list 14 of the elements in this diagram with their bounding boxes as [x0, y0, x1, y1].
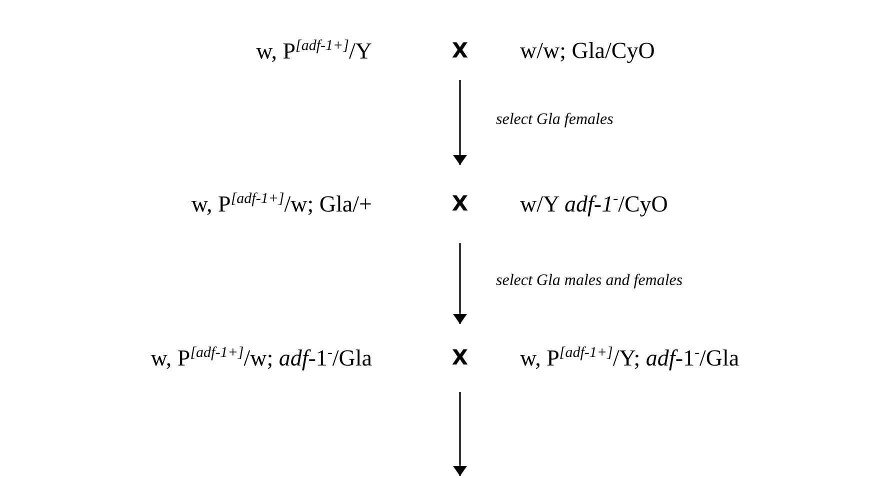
cross-symbol: X	[452, 38, 468, 64]
arrow	[453, 392, 467, 476]
genotype-label: w, P$^{[adf-1+]}$/Y; adf-1$^{-}$/Gla	[520, 344, 740, 372]
edge-label: select Gla females	[496, 110, 614, 128]
edge-label: select Gla males and females	[496, 272, 683, 290]
cross-symbol: X	[452, 191, 468, 217]
genotype-label: w, P$^{[adf-1+]}$/w; adf-1$^{-}$/Gla	[150, 344, 372, 372]
arrow	[453, 80, 467, 165]
genotype-label: w/Y adf-1$^{-}$/CyO	[520, 190, 668, 218]
genotype-label: w, P$^{[adf-1+]}$/Y	[256, 36, 372, 66]
genotype-label: w, P$^{[adf-1+]}$/w; Gla/+	[191, 190, 372, 218]
arrow	[453, 243, 467, 324]
genotype-label: w/w; Gla/CyO	[520, 37, 655, 65]
cross-symbol: X	[452, 345, 468, 371]
